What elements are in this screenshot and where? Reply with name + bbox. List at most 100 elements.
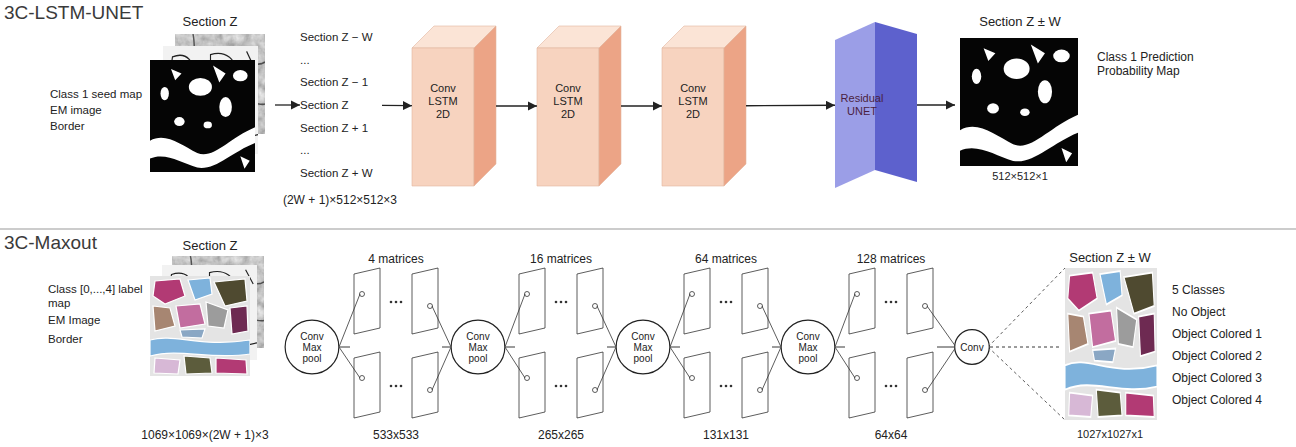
- circle-outline: [781, 320, 835, 374]
- node-text: Section Z + 1: [300, 121, 368, 135]
- annotation-text: 1027x1027x1: [1050, 428, 1170, 441]
- node-text: 64 matrices: [695, 252, 757, 266]
- unet-block: Residual UNET: [835, 22, 917, 188]
- annotation-text: EM image: [50, 104, 148, 118]
- fan-lines: [339, 268, 1065, 420]
- annotation-text: 5 Classes: [1172, 283, 1294, 297]
- connector: [275, 104, 300, 105]
- node-text: 128 matrices: [857, 252, 926, 266]
- convlstm-cube: Conv LSTM 2D: [412, 26, 496, 186]
- cube-front: [662, 48, 724, 186]
- node-text: Section Z: [183, 238, 238, 254]
- image-stack: Section Z: [145, 238, 275, 388]
- image-stack: Section Z: [145, 14, 275, 196]
- connector: [442, 347, 450, 348]
- connector: [506, 347, 515, 348]
- connector: [607, 347, 615, 348]
- annotation-text: Object Colored 2: [1172, 349, 1294, 363]
- node-text: Conv LSTM 2D: [423, 82, 463, 121]
- node-text: 131x131: [703, 428, 749, 442]
- convlstm-cube: Conv LSTM 2D: [662, 26, 746, 186]
- conv-pool-circle: Conv Max pool: [615, 319, 671, 375]
- connector: [772, 347, 780, 348]
- connector: [937, 347, 954, 348]
- cube-side: [724, 26, 746, 186]
- cube-side: [474, 26, 496, 186]
- conv-pool-circle: Conv: [954, 329, 990, 365]
- connector: [496, 105, 537, 106]
- fan-line: [670, 294, 781, 390]
- node-text: Section Z: [183, 14, 238, 30]
- node-text: 16 matrices: [530, 252, 592, 266]
- annotation-text: Object Colored 1: [1172, 327, 1294, 341]
- fan-line: [339, 294, 451, 390]
- node-text: ...: [300, 53, 310, 67]
- fan-line: [505, 294, 616, 390]
- node-text: Section Z ± W: [1069, 250, 1151, 266]
- matrix-planes-group: [519, 268, 603, 418]
- node-text: 64x64: [875, 428, 908, 442]
- matrix-group: 128 matrices 64x64: [845, 252, 937, 442]
- annotation-text: 512×512×1: [970, 170, 1070, 183]
- circle-outline: [955, 330, 990, 365]
- node-text: Section Z: [300, 98, 349, 112]
- fan-line: [835, 294, 956, 390]
- node-text: Conv Max pool: [292, 331, 332, 364]
- cube-side: [599, 26, 621, 186]
- prediction-map-image: [960, 38, 1078, 166]
- node-text: 533x533: [373, 428, 419, 442]
- panel-divider: [0, 229, 1296, 230]
- matrix-group: 16 matrices 265x265: [515, 252, 607, 442]
- node-text: Residual UNET: [837, 92, 887, 118]
- node-text: Conv: [954, 342, 990, 353]
- conv-pool-circle: Conv Max pool: [284, 319, 340, 375]
- annotation-text: 1069×1069×(2W + 1)×3: [95, 428, 315, 442]
- connector: [621, 105, 662, 106]
- conv-pool-circle: Conv Max pool: [780, 319, 836, 375]
- node-text: 4 matrices: [368, 252, 423, 266]
- image-stack: Section Z ± W: [955, 14, 1085, 196]
- node-text: Conv LSTM 2D: [548, 82, 588, 121]
- circle-outline: [451, 320, 505, 374]
- seed-map-image: [150, 60, 255, 172]
- annotation-text: Border: [50, 120, 148, 134]
- connector: [990, 347, 1060, 348]
- matrix-group: 4 matrices 533x533: [350, 252, 442, 442]
- annotation-text: EM Image: [48, 314, 146, 328]
- node-text: Section Z − W: [300, 30, 373, 44]
- matrix-planes-group: [354, 268, 438, 418]
- circle-outline: [285, 320, 339, 374]
- image-stack: Section Z ± W: [1060, 250, 1160, 444]
- node-text: 265x265: [538, 428, 584, 442]
- connector: [340, 347, 350, 348]
- node-text: Section Z + W: [300, 166, 373, 180]
- connector: [746, 105, 835, 107]
- node-text: Conv Max pool: [788, 331, 828, 364]
- output-label-map-image: [1065, 268, 1157, 420]
- matrix-planes-group: [684, 268, 768, 418]
- circle-outline: [616, 320, 670, 374]
- cube-front: [537, 48, 599, 186]
- annotation-text: Class 1 Prediction Probability Map: [1097, 50, 1197, 79]
- annotation-text: Object Colored 3: [1172, 371, 1294, 385]
- matrix-group: 64 matrices 131x131: [680, 252, 772, 442]
- projection-line: [988, 268, 1065, 420]
- node-text: Conv Max pool: [623, 331, 663, 364]
- connector: [382, 105, 412, 107]
- node-text: Section Z − 1: [300, 75, 368, 89]
- connector: [836, 347, 845, 348]
- node-text: Conv Max pool: [458, 331, 498, 364]
- label-map-image: [150, 276, 250, 376]
- connector: [671, 347, 680, 348]
- section-list: Section Z − W... Section Z − 1 Section Z Se…: [300, 28, 382, 182]
- annotation-text: No Object: [1172, 305, 1294, 319]
- annotation-text: (2W + 1)×512×512×3: [240, 193, 440, 207]
- conv-pool-circle: Conv Max pool: [450, 319, 506, 375]
- annotation-text: Class [0,...,4] label map: [48, 283, 146, 311]
- connector: [917, 104, 955, 105]
- node-text: Section Z ± W: [979, 14, 1061, 30]
- annotation-text: Border: [48, 333, 146, 347]
